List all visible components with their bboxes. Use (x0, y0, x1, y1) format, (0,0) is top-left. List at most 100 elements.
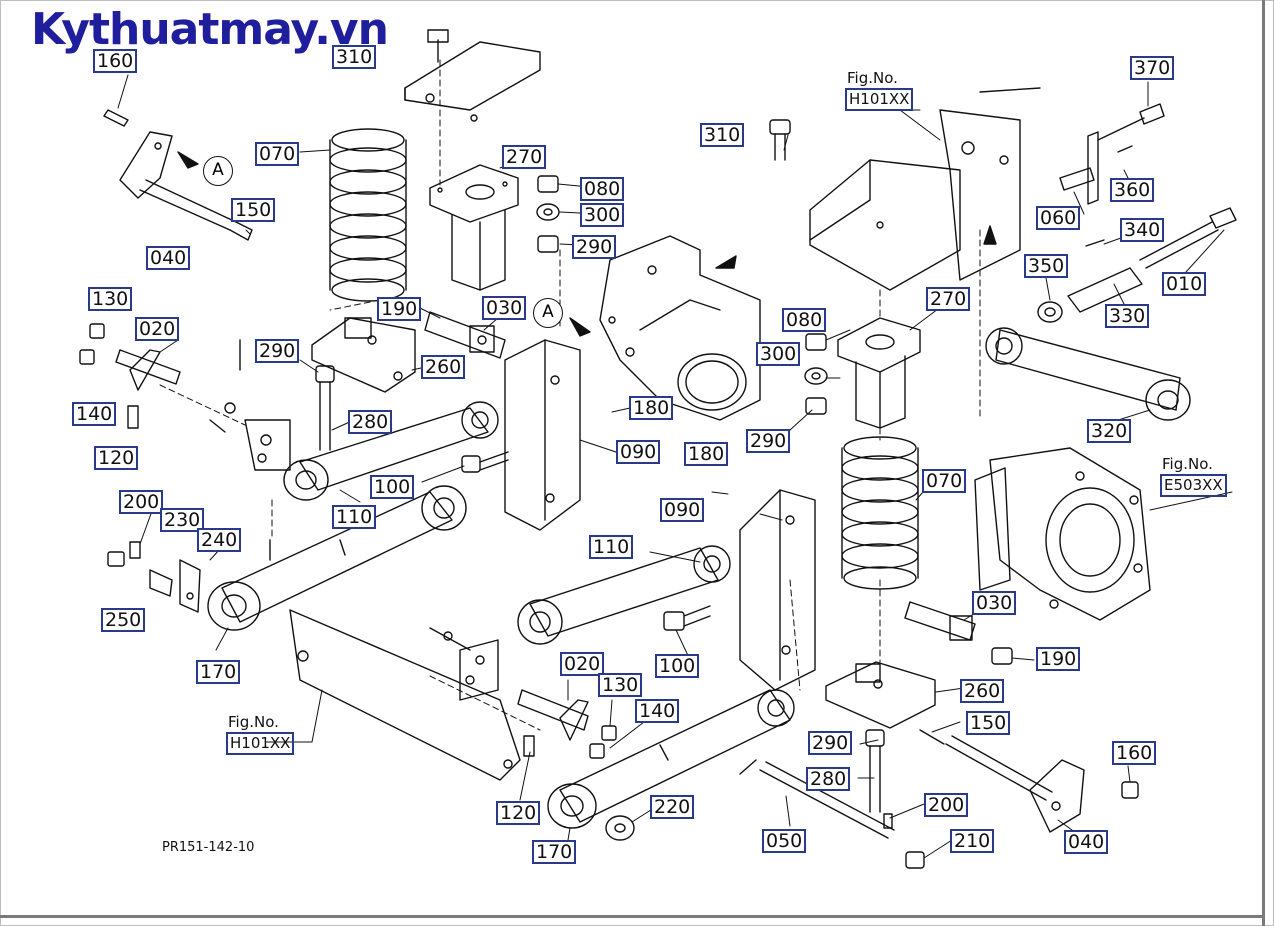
callout-part: 250 (101, 608, 146, 632)
axle-case-right (974, 447, 1151, 621)
callout-part: 160 (93, 49, 138, 73)
fitting-030-left (424, 311, 506, 359)
callout-part: 300 (580, 203, 625, 227)
callout-part: 300 (756, 342, 801, 366)
link-170-center (547, 689, 795, 829)
callout-part: 350 (1024, 254, 1069, 278)
callout-part: 240 (197, 528, 242, 552)
dashed-reference-lines (159, 59, 981, 731)
callout-part: 290 (808, 731, 853, 755)
bracket-260-left (311, 317, 416, 393)
callout-part: 070 (922, 469, 967, 493)
callout-part: 320 (1087, 419, 1132, 443)
fig-ref-bottom-left-label: Fig.No. (228, 713, 279, 731)
callout-part: 210 (950, 829, 995, 853)
callout-part: 100 (370, 475, 415, 499)
bottom-edge-shadow (0, 915, 1265, 918)
callout-part: 130 (88, 287, 133, 311)
fig-ref-top-label: Fig.No. (847, 69, 898, 87)
bolt-280-right (865, 729, 885, 813)
reference-marker-a-2: A (533, 298, 563, 328)
callout-part: 310 (700, 123, 745, 147)
bracket-260-right (825, 661, 936, 729)
fig-ref-top: Fig.No. H101XX (845, 69, 914, 111)
pin-050 (739, 759, 925, 869)
bolt-370-right (1059, 103, 1165, 205)
site-watermark: Kythuatmay.vn (31, 4, 389, 55)
frame-block-top-right (809, 87, 1041, 291)
callout-part: 020 (560, 652, 605, 676)
callout-part: 260 (421, 355, 466, 379)
lower-center-plates (429, 627, 499, 701)
link-110-upper-left (283, 401, 499, 501)
callout-part: 290 (255, 339, 300, 363)
rod-040-left (103, 109, 253, 241)
fig-ref-bottom-left: Fig.No. H101XX (226, 713, 295, 755)
link-320-right (985, 327, 1191, 421)
callout-part: 180 (629, 396, 674, 420)
callout-part: 220 (650, 795, 695, 819)
callout-part: 110 (589, 535, 634, 559)
callout-part: 170 (532, 840, 577, 864)
callout-part: 360 (1110, 178, 1155, 202)
drawing-code: PR151-142-10 (162, 840, 255, 855)
fig-ref-bottom-left-code: H101XX (226, 732, 295, 755)
callout-part: 200 (119, 490, 164, 514)
callout-part: 260 (960, 679, 1005, 703)
callout-part: 170 (196, 660, 241, 684)
left-frame-bracket (209, 339, 291, 471)
link-110-center (517, 545, 731, 645)
callout-part: 050 (762, 829, 807, 853)
callout-part: 060 (1036, 206, 1081, 230)
arrows (177, 151, 997, 337)
callout-part: 270 (926, 287, 971, 311)
pin-assembly-010 (1037, 207, 1237, 323)
callout-part: 190 (1036, 647, 1081, 671)
fittings-left-lower (107, 541, 201, 613)
callout-part: 150 (231, 198, 276, 222)
axle-housing-center (599, 235, 761, 421)
fig-ref-top-code: H101XX (845, 88, 914, 111)
fig-ref-right: Fig.No. E503XX (1160, 455, 1227, 497)
callout-part: 080 (782, 308, 827, 332)
callout-part: 120 (496, 801, 541, 825)
callout-part: 030 (482, 296, 527, 320)
nut-stack-left (536, 175, 560, 253)
callout-part: 230 (160, 508, 205, 532)
upper-frame-bracket (404, 29, 541, 122)
bracket-090-left (504, 339, 581, 531)
fig-ref-right-code: E503XX (1160, 474, 1227, 497)
callout-part: 010 (1162, 272, 1207, 296)
spring-seat-left (429, 164, 519, 291)
spring-seat-right (837, 317, 921, 429)
callout-part: 090 (660, 498, 705, 522)
callout-part: 070 (255, 142, 300, 166)
callout-part: 080 (580, 177, 625, 201)
callout-part: 290 (746, 429, 791, 453)
nut-stack-right (804, 333, 828, 415)
callout-part: 160 (1112, 741, 1157, 765)
callout-part: 150 (966, 711, 1011, 735)
callout-part: 290 (572, 235, 617, 259)
callout-part: 120 (94, 446, 139, 470)
callout-part: 040 (146, 246, 191, 270)
fitting-030-right (904, 601, 1013, 665)
callout-part: 190 (377, 297, 422, 321)
coil-spring-left (329, 128, 407, 302)
callout-part: 200 (924, 793, 969, 817)
callout-part: 110 (332, 505, 377, 529)
callout-part: 280 (348, 410, 393, 434)
callout-part: 030 (972, 591, 1017, 615)
rod-040-right (919, 729, 1139, 833)
bracket-090-center (739, 489, 816, 691)
reference-marker-a-1: A (203, 156, 233, 186)
callout-part: 130 (598, 673, 643, 697)
coil-spring-right (841, 436, 919, 590)
callout-part: 140 (635, 699, 680, 723)
bolt-100-left (461, 451, 509, 473)
callout-part: 020 (135, 317, 180, 341)
pin-020-center (517, 689, 617, 759)
callout-part: 140 (72, 402, 117, 426)
callout-part: 180 (684, 442, 729, 466)
